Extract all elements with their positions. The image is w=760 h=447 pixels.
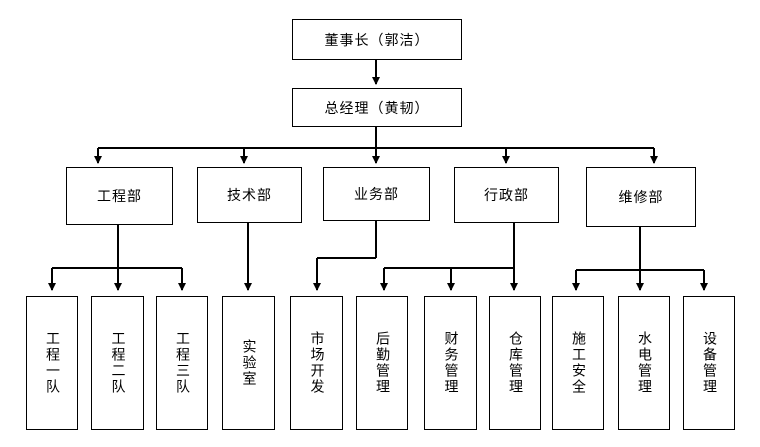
unit-construction-safety: 施工安全: [552, 296, 604, 430]
unit-label: 后勤管理: [374, 331, 390, 395]
department-label: 工程部: [97, 189, 142, 205]
gm-to-departments-connector: [94, 127, 658, 164]
unit-laboratory: 实验室: [222, 296, 275, 430]
department-technology: 技术部: [197, 167, 302, 223]
general-manager-label: 总经理（黄韧）: [324, 100, 430, 117]
business-to-market-connector: [313, 221, 377, 291]
unit-equipment-management: 设备管理: [683, 296, 735, 430]
unit-engineering-team-3: 工程三队: [156, 296, 208, 430]
chairman-box: 董事长（郭洁）: [292, 19, 462, 60]
chairman-label: 董事长（郭洁）: [324, 32, 430, 49]
department-label: 行政部: [484, 188, 529, 204]
department-business: 业务部: [323, 167, 430, 221]
unit-label: 市场开发: [308, 331, 325, 395]
unit-engineering-team-1: 工程一队: [26, 296, 78, 430]
department-label: 业务部: [354, 187, 399, 203]
unit-label: 设备管理: [701, 331, 717, 395]
unit-label: 施工安全: [570, 331, 586, 395]
department-administration: 行政部: [454, 167, 559, 223]
department-label: 技术部: [227, 188, 272, 204]
department-engineering: 工程部: [66, 167, 173, 225]
unit-label: 水电管理: [636, 331, 652, 395]
engineering-to-units-connector: [48, 225, 186, 291]
unit-label: 实验室: [240, 339, 257, 387]
unit-label: 财务管理: [442, 331, 459, 395]
admin-to-units-connector: [380, 223, 518, 291]
department-label: 维修部: [618, 190, 664, 206]
unit-logistics-management: 后勤管理: [356, 296, 408, 430]
unit-label: 工程二队: [109, 331, 126, 395]
unit-engineering-team-2: 工程二队: [91, 296, 144, 430]
unit-finance-management: 财务管理: [424, 296, 477, 430]
department-maintenance: 维修部: [586, 167, 696, 227]
general-manager-box: 总经理（黄韧）: [292, 88, 462, 127]
unit-warehouse-management: 仓库管理: [489, 296, 541, 430]
unit-water-electric-management: 水电管理: [618, 296, 670, 430]
unit-label: 工程一队: [44, 331, 60, 395]
unit-label: 工程三队: [174, 331, 190, 395]
unit-label: 仓库管理: [507, 331, 523, 395]
unit-market-development: 市场开发: [290, 296, 343, 430]
maintenance-to-units-connector: [572, 227, 708, 291]
